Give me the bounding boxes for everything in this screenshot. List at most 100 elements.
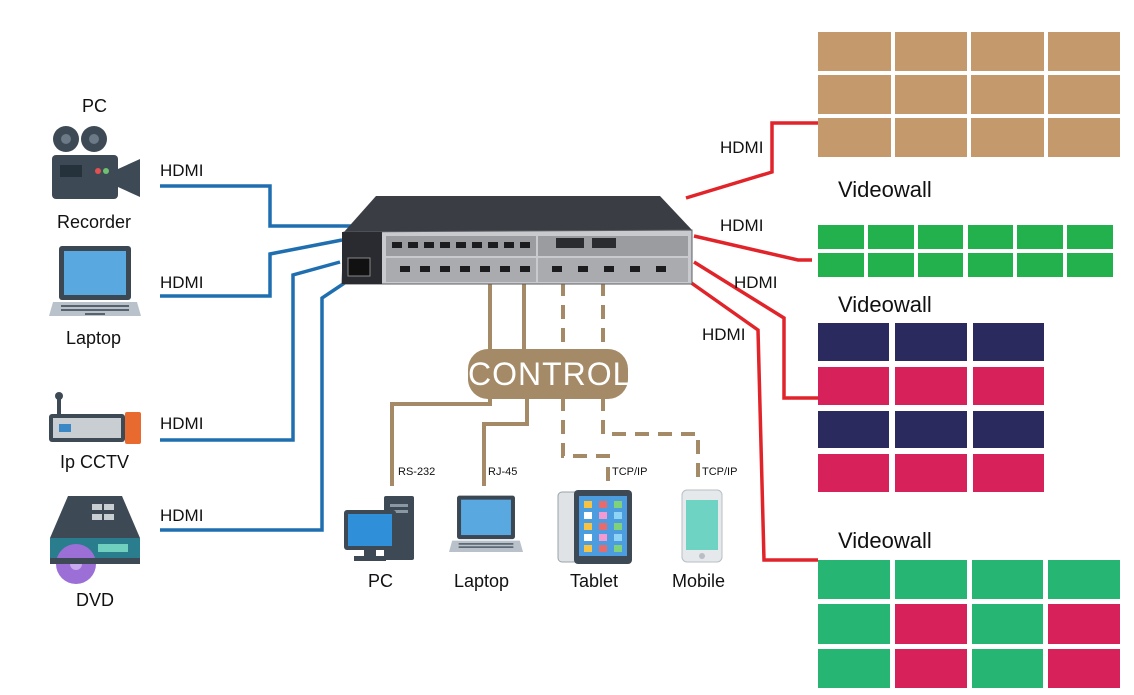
videowall-tile (894, 75, 967, 114)
control-link-rj45 (482, 392, 529, 486)
output-link-wall-2 (693, 234, 812, 262)
videowall-tile (818, 75, 891, 114)
output-link-wall-3 (693, 260, 818, 400)
videowall-tile (895, 410, 967, 449)
videowall-tile (1047, 32, 1120, 71)
hdmi-port (460, 266, 470, 272)
videowall-tile (894, 604, 967, 644)
videowall-tile (1048, 648, 1120, 688)
hdmi-port (656, 266, 666, 272)
videowall-tile (1047, 118, 1120, 157)
videowall-tile (895, 323, 967, 361)
hdmi-port (630, 266, 640, 272)
videowall-title: Videowall (838, 177, 932, 202)
input-link-label: HDMI (160, 161, 204, 180)
input-link-ipcctv (160, 260, 341, 442)
app-icon (614, 534, 622, 541)
hdmi-port (440, 242, 450, 248)
hdmi-port (408, 242, 418, 248)
output-link-label: HDMI (702, 325, 746, 344)
client-port-label: RJ-45 (488, 466, 518, 478)
hdmi-port (456, 242, 466, 248)
desktop-pc-icon (344, 496, 414, 561)
video-camera-icon (52, 126, 140, 199)
input-link-label: HDMI (160, 414, 204, 433)
app-icon (584, 534, 592, 541)
videowall-tile (1067, 225, 1113, 249)
hdmi-port (420, 266, 430, 272)
videowall-tile (818, 253, 864, 277)
videowall-tile (1067, 253, 1113, 277)
videowall-tile (818, 323, 890, 361)
client-tablet-label: Tablet (570, 571, 619, 591)
videowall-tile (895, 366, 967, 405)
videowall-tile (894, 118, 967, 157)
hdmi-port (504, 242, 514, 248)
output-link-label: HDMI (720, 138, 764, 157)
client-port-label: TCP/IP (702, 466, 738, 478)
control-badge (468, 349, 628, 399)
videowall-tile (818, 366, 890, 405)
output-link-label: HDMI (720, 216, 764, 235)
app-icon (584, 523, 592, 530)
dvd-player-icon (50, 496, 140, 584)
app-icon (599, 523, 607, 530)
control-link-tcp-tablet (561, 282, 610, 486)
videowall-tile (1048, 604, 1120, 644)
app-icon (584, 512, 592, 519)
input-link-label: HDMI (160, 506, 204, 525)
output-link-wall-4 (688, 280, 818, 562)
videowall-tile (818, 604, 890, 644)
input-dvd-label: DVD (76, 590, 115, 610)
app-icon (614, 501, 622, 508)
hdmi-port (440, 266, 450, 272)
videowall-tile (972, 323, 1044, 361)
videowall-tile (971, 75, 1044, 114)
videowall-tile (917, 253, 964, 277)
videowall-tile (1017, 253, 1064, 277)
input-link-recorder (160, 184, 372, 228)
hdmi-port (400, 266, 410, 272)
videowall-tile (972, 410, 1044, 449)
hdmi-port (520, 242, 530, 248)
hdmi-port (520, 266, 530, 272)
videowall-tile (818, 32, 891, 71)
mobile-phone-icon (681, 489, 723, 563)
laptop-icon (448, 495, 524, 552)
videowall-tile (1048, 560, 1120, 600)
serial-port (592, 238, 616, 248)
app-icon (599, 501, 607, 508)
client-port-label: TCP/IP (612, 466, 648, 478)
videowall-tile (917, 225, 964, 249)
videowall-tile (818, 454, 890, 492)
client-mobile-label: Mobile (672, 571, 726, 591)
videowall-tile (818, 648, 890, 688)
app-icon (584, 501, 592, 508)
app-icon (614, 512, 622, 519)
control-label: CONTROL (468, 356, 632, 392)
app-icon (599, 534, 607, 541)
videowall-tile (894, 648, 967, 688)
videowall-tile (971, 560, 1044, 600)
videowall-tile (894, 32, 967, 71)
videowall-tile (894, 560, 967, 600)
input-ipcctv-label: Ip CCTV (60, 452, 130, 472)
videowall-tile (971, 604, 1044, 644)
videowall-tile (971, 32, 1044, 71)
output-link-label: HDMI (734, 273, 778, 292)
videowall-tile (1017, 225, 1064, 249)
ip-camera-icon (49, 392, 141, 444)
hdmi-port (488, 242, 498, 248)
app-icon (614, 545, 622, 552)
videowall-tile (867, 225, 914, 249)
hdmi-port (472, 242, 482, 248)
videowall-tile (967, 225, 1014, 249)
videowall-tile (818, 118, 891, 157)
app-icon (614, 523, 622, 530)
laptop-icon (49, 246, 141, 316)
videowall-tile (972, 454, 1044, 492)
hdmi-port (480, 266, 490, 272)
videowall-tile (867, 253, 914, 277)
hdmi-port (392, 242, 402, 248)
